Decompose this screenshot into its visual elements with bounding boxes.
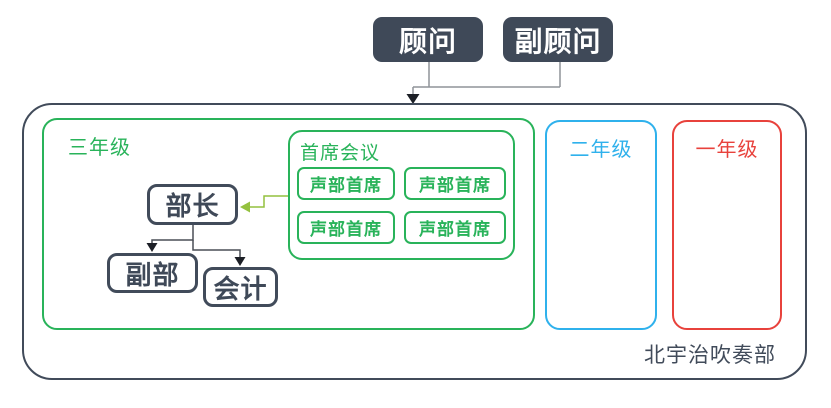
accountant-box: 会计: [203, 267, 278, 307]
grade3-label: 三年级: [68, 137, 131, 159]
chief-meeting-container: [288, 130, 515, 260]
grade1-label: 一年级: [695, 139, 759, 161]
vice-advisor-node: 副顾问: [503, 17, 613, 62]
advisor-connector-lines: [412, 62, 561, 95]
club-name-label: 北宇治吹奏部: [644, 344, 776, 367]
chief-meeting-title: 首席会议: [300, 143, 381, 164]
section-chief-box: 声部首席: [404, 167, 506, 200]
vice-president-box: 副部: [107, 253, 198, 293]
club-container: [22, 103, 807, 380]
advisor-node: 顾问: [373, 17, 483, 62]
grade3-container: [42, 118, 535, 330]
grade1-container: [672, 120, 782, 330]
section-chief-box: 声部首席: [404, 211, 506, 244]
grade2-container: [545, 120, 657, 330]
president-box: 部长: [147, 184, 238, 225]
section-chief-box: 声部首席: [297, 167, 395, 200]
section-chief-box: 声部首席: [297, 211, 395, 244]
grade2-label: 二年级: [569, 139, 633, 161]
